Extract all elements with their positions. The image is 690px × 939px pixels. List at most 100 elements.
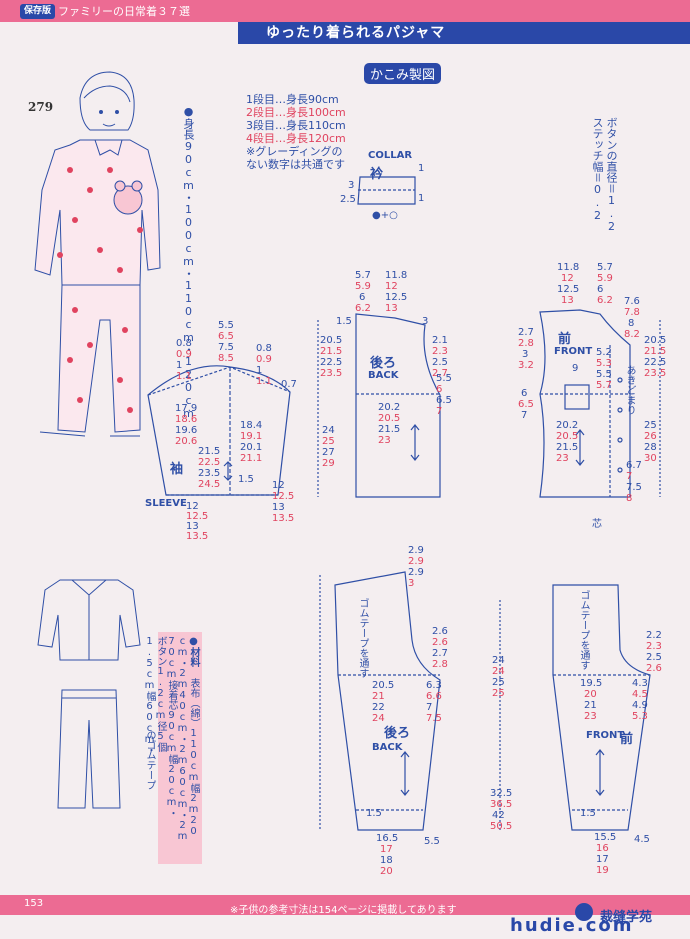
sleeve-lcap-1: 0.8 <box>176 338 192 349</box>
back-body-pattern <box>317 313 441 498</box>
sleeve-len-r-1: 18.4 <box>240 420 263 431</box>
fb-hem-2: 7 <box>626 471 633 482</box>
sleeve-top-1: 5.5 <box>218 320 234 331</box>
materials-line-2: cm・2m40cm・2m60cm・2m <box>177 636 188 842</box>
fb-cf-3: 28 <box>644 442 657 453</box>
fb-left2-3: 7 <box>521 410 528 421</box>
sleeve-bottom-1: 12 <box>186 501 199 512</box>
sleeve-low-1: 21.5 <box>198 446 221 457</box>
size-row-4: 4段目…身長120cm <box>246 132 346 145</box>
bp-top-2: 2.9 <box>408 556 424 567</box>
bp-mid2-1: 6.3 <box>426 680 442 691</box>
fp-top-2: 2.3 <box>646 641 662 652</box>
bb-top2-2: 12 <box>385 281 398 292</box>
fp-len-1: 24 <box>492 655 505 666</box>
materials-line-7: のゴムテープ <box>144 730 155 790</box>
fb-r-3: 8 <box>628 318 635 329</box>
bp-label-jp: 後ろ <box>384 726 411 741</box>
bp-side-2: 2.6 <box>432 637 448 648</box>
fb-left-4: 3.2 <box>518 360 534 371</box>
fb-r-1: 7.6 <box>624 296 640 307</box>
sleeve-bottom-2: 12.5 <box>186 511 209 522</box>
bb-hem-3: 27 <box>322 447 335 458</box>
grading-note-1: ※グレーディングの <box>246 145 343 158</box>
sleeve-len-l-4: 20.6 <box>175 436 198 447</box>
sleeve-rcap-3: 1 <box>256 365 263 376</box>
sleeve-cap-r: 0.7 <box>281 379 297 390</box>
fp-mid-4: 23 <box>584 711 597 722</box>
bb-mid-1: 20.2 <box>378 402 401 413</box>
bb-arm-1: 2.1 <box>432 335 448 346</box>
sleeve-b4: 13.5 <box>272 513 295 524</box>
fb-side-1: 20.5 <box>644 335 667 346</box>
fb-mid-2: 20.5 <box>556 431 579 442</box>
bb-top2-4: 13 <box>385 303 398 314</box>
sleeve-bottom-3: 13 <box>186 521 199 532</box>
fb-label-jp: 前 <box>558 332 572 347</box>
materials-line-3: 70cm <box>166 636 177 680</box>
button-note-line1: ボタンの直径＝1.2 <box>605 117 618 233</box>
fb-top-4: 13 <box>561 295 574 306</box>
fb-left-2: 2.8 <box>518 338 534 349</box>
fp-label-jp: 前 <box>620 732 634 747</box>
fb-mid-4: 23 <box>556 453 569 464</box>
fb-hem-3: 7.5 <box>626 482 642 493</box>
front-pants-pattern <box>499 584 651 831</box>
fb-top2-2: 5.9 <box>597 273 613 284</box>
collar-label-en: COLLAR <box>368 150 413 161</box>
fp-inseam-4: 50.5 <box>490 821 513 832</box>
sleeve-rcap-4: 1.1 <box>256 376 272 387</box>
fp-top-1: 2.2 <box>646 630 662 641</box>
fp-mid2-4: 5.3 <box>632 711 648 722</box>
fb-cf-2: 26 <box>644 431 657 442</box>
bp-bottom-4: 20 <box>380 866 393 877</box>
floral-print <box>57 167 143 413</box>
front-body-pattern <box>539 309 661 498</box>
fb-top2-3: 6 <box>597 284 604 295</box>
bb-side-3: 22.5 <box>320 357 343 368</box>
bp-mid-3: 22 <box>372 702 385 713</box>
fb-r-4: 8.2 <box>624 329 640 340</box>
flat-sketches <box>37 579 141 809</box>
size-row-1: 1段目…身長90cm <box>246 93 339 106</box>
fp-len-2: 24 <box>492 666 505 677</box>
bb-hem-4: 29 <box>322 458 335 469</box>
materials-line-1: 表布（綿）110cm幅2m20 <box>188 678 199 837</box>
fp-bottom-4: 19 <box>596 865 609 876</box>
bb-7: 7 <box>436 406 443 417</box>
page-title: ゆったり着られるパジャマ <box>238 22 690 44</box>
fp-mid2-1: 4.3 <box>632 678 648 689</box>
bp-bottom-1: 16.5 <box>376 833 399 844</box>
materials-line-6: 1.5cm幅60cm・ <box>144 636 155 755</box>
bb-6: 6 <box>436 384 443 395</box>
fb-pocket-1: 5.2 <box>596 347 612 358</box>
sleeve-low-2: 22.5 <box>198 457 221 468</box>
sleeve-lcap-3: 1 <box>176 360 183 371</box>
fb-cf-1: 25 <box>644 420 657 431</box>
fb-top-3: 12.5 <box>557 284 580 295</box>
materials-line-4: 接着芯90cm幅20cm・ <box>166 680 177 818</box>
fb-top-1: 11.8 <box>557 262 580 273</box>
fb-top2-4: 6.2 <box>597 295 613 306</box>
bp-tape: ゴムテープを通す <box>357 598 368 678</box>
bb-arm-4: 2.7 <box>432 368 448 379</box>
button-note-line2: ステッチ幅＝0.2 <box>591 117 604 222</box>
bb-arm-3: 2.5 <box>432 357 448 368</box>
bb-hem-1: 24 <box>322 425 335 436</box>
bp-top-4: 3 <box>408 578 415 589</box>
fb-pocket-4: 5.7 <box>596 380 612 391</box>
materials-title: ●材料 <box>188 636 199 667</box>
fb-mid-1: 20.2 <box>556 420 579 431</box>
fp-bottom-3: 17 <box>596 854 609 865</box>
top-banner <box>0 0 690 22</box>
sleeve-len-r-4: 21.1 <box>240 453 263 464</box>
bb-mid-2: 20.5 <box>378 413 401 424</box>
series-title: ファミリーの日常着３７選 <box>58 5 190 18</box>
size-row-2: 2段目…身長100cm <box>246 106 346 119</box>
sleeve-label-en: SLEEVE <box>145 498 187 509</box>
fb-mid-3: 21.5 <box>556 442 579 453</box>
size-legend: 1段目…身長90cm 2段目…身長100cm 3段目…身長110cm 4段目…身… <box>246 93 346 171</box>
bb-top-3: 6 <box>359 292 366 303</box>
materials-box <box>158 632 202 864</box>
